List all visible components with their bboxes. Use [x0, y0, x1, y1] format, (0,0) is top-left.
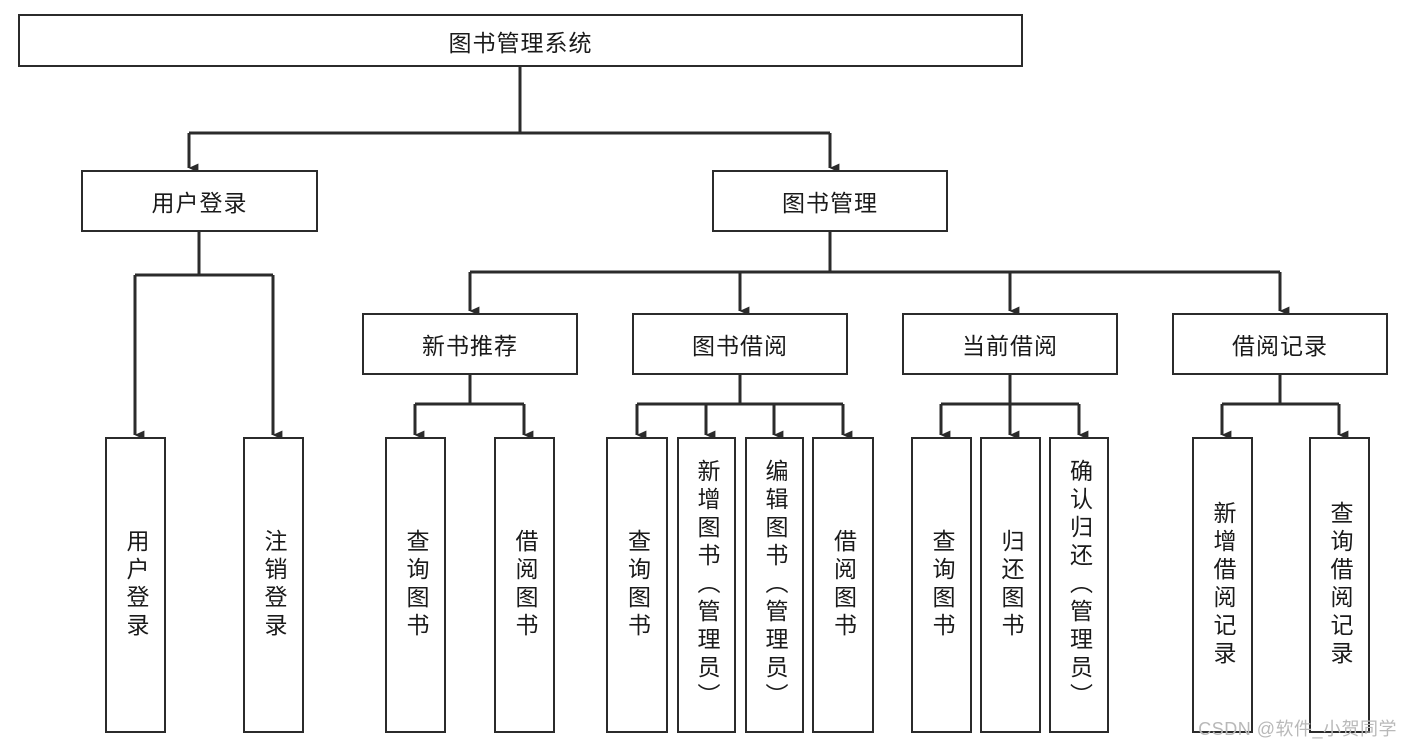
node-label: 用户登录 — [123, 529, 149, 641]
node-label: 查询图书 — [624, 529, 651, 641]
node-label: 新书推荐 — [422, 333, 518, 359]
node-label: 查询图书 — [929, 529, 955, 641]
node-book-management[interactable]: 图书管理 — [712, 170, 948, 232]
node-label: 图书借阅 — [692, 333, 788, 359]
node-book-borrow[interactable]: 图书借阅 — [632, 313, 848, 375]
node-user-login[interactable]: 用户登录 — [81, 170, 318, 232]
node-label: 新增借阅记录 — [1210, 501, 1236, 669]
node-label: 归还图书 — [998, 529, 1024, 641]
csdn-watermark: CSDN @软件_小贺同学 — [1198, 719, 1397, 739]
node-label: 编辑图书（管理员） — [762, 459, 788, 711]
node-leaf-return-book[interactable]: 归还图书 — [980, 437, 1041, 733]
node-leaf-borrow-book[interactable]: 借阅图书 — [812, 437, 874, 733]
node-leaf-add-borrow-record[interactable]: 新增借阅记录 — [1192, 437, 1253, 733]
node-current-borrow[interactable]: 当前借阅 — [902, 313, 1118, 375]
node-label: 当前借阅 — [962, 333, 1058, 359]
node-label: 查询借阅记录 — [1327, 501, 1353, 669]
node-label: 借阅图书 — [830, 529, 857, 641]
node-leaf-query-book-recommend[interactable]: 查询图书 — [385, 437, 446, 733]
node-leaf-user-login[interactable]: 用户登录 — [105, 437, 166, 733]
node-leaf-logout[interactable]: 注销登录 — [243, 437, 304, 733]
node-leaf-query-book-borrow[interactable]: 查询图书 — [606, 437, 668, 733]
node-label: 确认归还（管理员） — [1066, 459, 1093, 711]
node-label: 注销登录 — [261, 529, 287, 641]
node-label: 借阅图书 — [512, 529, 538, 641]
node-new-book-recommend[interactable]: 新书推荐 — [362, 313, 578, 375]
node-root-book-management-system[interactable]: 图书管理系统 — [18, 14, 1023, 67]
node-leaf-add-book-admin[interactable]: 新增图书（管理员） — [677, 437, 736, 733]
node-borrow-record[interactable]: 借阅记录 — [1172, 313, 1388, 375]
node-label: 借阅记录 — [1232, 333, 1328, 359]
node-label: 用户登录 — [151, 190, 248, 216]
node-leaf-query-book-current[interactable]: 查询图书 — [911, 437, 972, 733]
node-label: 图书管理系统 — [448, 29, 593, 56]
node-label: 图书管理 — [782, 190, 878, 216]
node-leaf-query-borrow-record[interactable]: 查询借阅记录 — [1309, 437, 1370, 733]
node-leaf-borrow-book-recommend[interactable]: 借阅图书 — [494, 437, 555, 733]
node-label: 新增图书（管理员） — [694, 459, 720, 711]
node-label: 查询图书 — [403, 529, 429, 641]
node-leaf-edit-book-admin[interactable]: 编辑图书（管理员） — [745, 437, 804, 733]
node-leaf-confirm-return-admin[interactable]: 确认归还（管理员） — [1049, 437, 1109, 733]
